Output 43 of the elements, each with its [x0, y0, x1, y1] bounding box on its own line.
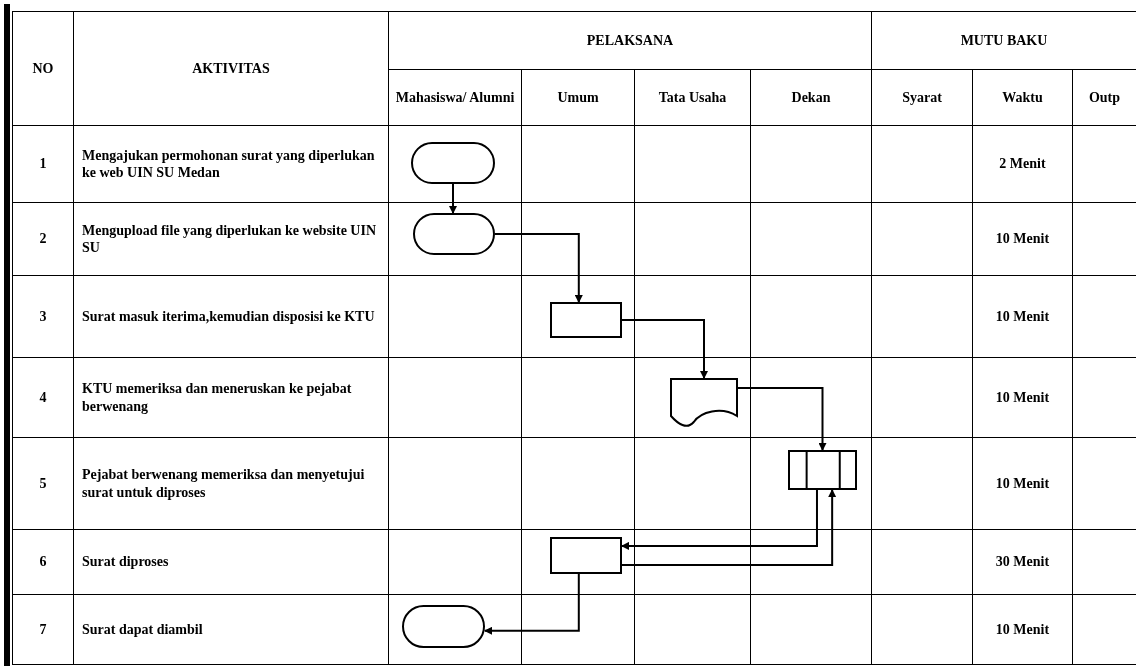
- column-header: MUTU BAKU: [960, 31, 1048, 50]
- activity-text: Surat diproses: [82, 553, 169, 571]
- column-header: AKTIVITAS: [192, 59, 270, 78]
- activity-text: KTU memeriksa dan meneruskan ke pejabat berwenang: [82, 380, 353, 415]
- activity-text: Mengajukan permohonan surat yang diperlukan ke web UIN SU Medan: [82, 146, 376, 182]
- arrow: [737, 387, 827, 451]
- column-header: Tata Usaha: [658, 88, 727, 107]
- column-header: NO: [32, 59, 54, 78]
- duration-text: 10 Menit: [995, 474, 1050, 493]
- arrow: [449, 183, 457, 214]
- duration-text: 10 Menit: [995, 388, 1050, 407]
- column-header: Mahasiswa/ Alumni: [395, 88, 515, 107]
- arrow: [494, 233, 583, 303]
- duration-text: 30 Menit: [995, 553, 1050, 571]
- activity-text: Mengupload file yang diperlukan ke website UIN SU: [82, 221, 378, 257]
- row-number: 7: [39, 620, 47, 639]
- activity-text: Surat dapat diambil: [82, 620, 203, 639]
- column-header: Waktu: [1002, 88, 1043, 107]
- process-box: [550, 537, 622, 574]
- column-header: Syarat: [902, 88, 942, 107]
- arrow: [621, 319, 708, 379]
- predefined-process-shape: [788, 450, 857, 490]
- duration-text: 10 Menit: [995, 230, 1050, 248]
- column-header: Dekan: [791, 88, 831, 107]
- column-header: PELAKSANA: [586, 31, 674, 50]
- row-number: 6: [39, 553, 47, 571]
- document-shape: [670, 378, 738, 428]
- duration-text: 10 Menit: [995, 307, 1050, 326]
- column-header: Umum: [557, 88, 599, 107]
- duration-text: 10 Menit: [995, 620, 1050, 639]
- column-header: Outp: [1088, 88, 1121, 107]
- arrow: [621, 489, 818, 550]
- row-number: 2: [39, 230, 47, 248]
- row-number: 5: [39, 474, 47, 493]
- process-box: [550, 302, 622, 338]
- arrow: [621, 489, 837, 567]
- activity-text: Pejabat berwenang memeriksa dan menyetujui surat untuk diproses: [82, 466, 366, 501]
- row-number: 3: [39, 307, 47, 326]
- arrow: [484, 573, 580, 635]
- row-number: 4: [39, 388, 47, 407]
- duration-text: 2 Menit: [999, 155, 1046, 173]
- row-number: 1: [39, 155, 47, 173]
- activity-text: Surat masuk iterima,kemudian disposisi ke KTU: [82, 307, 375, 326]
